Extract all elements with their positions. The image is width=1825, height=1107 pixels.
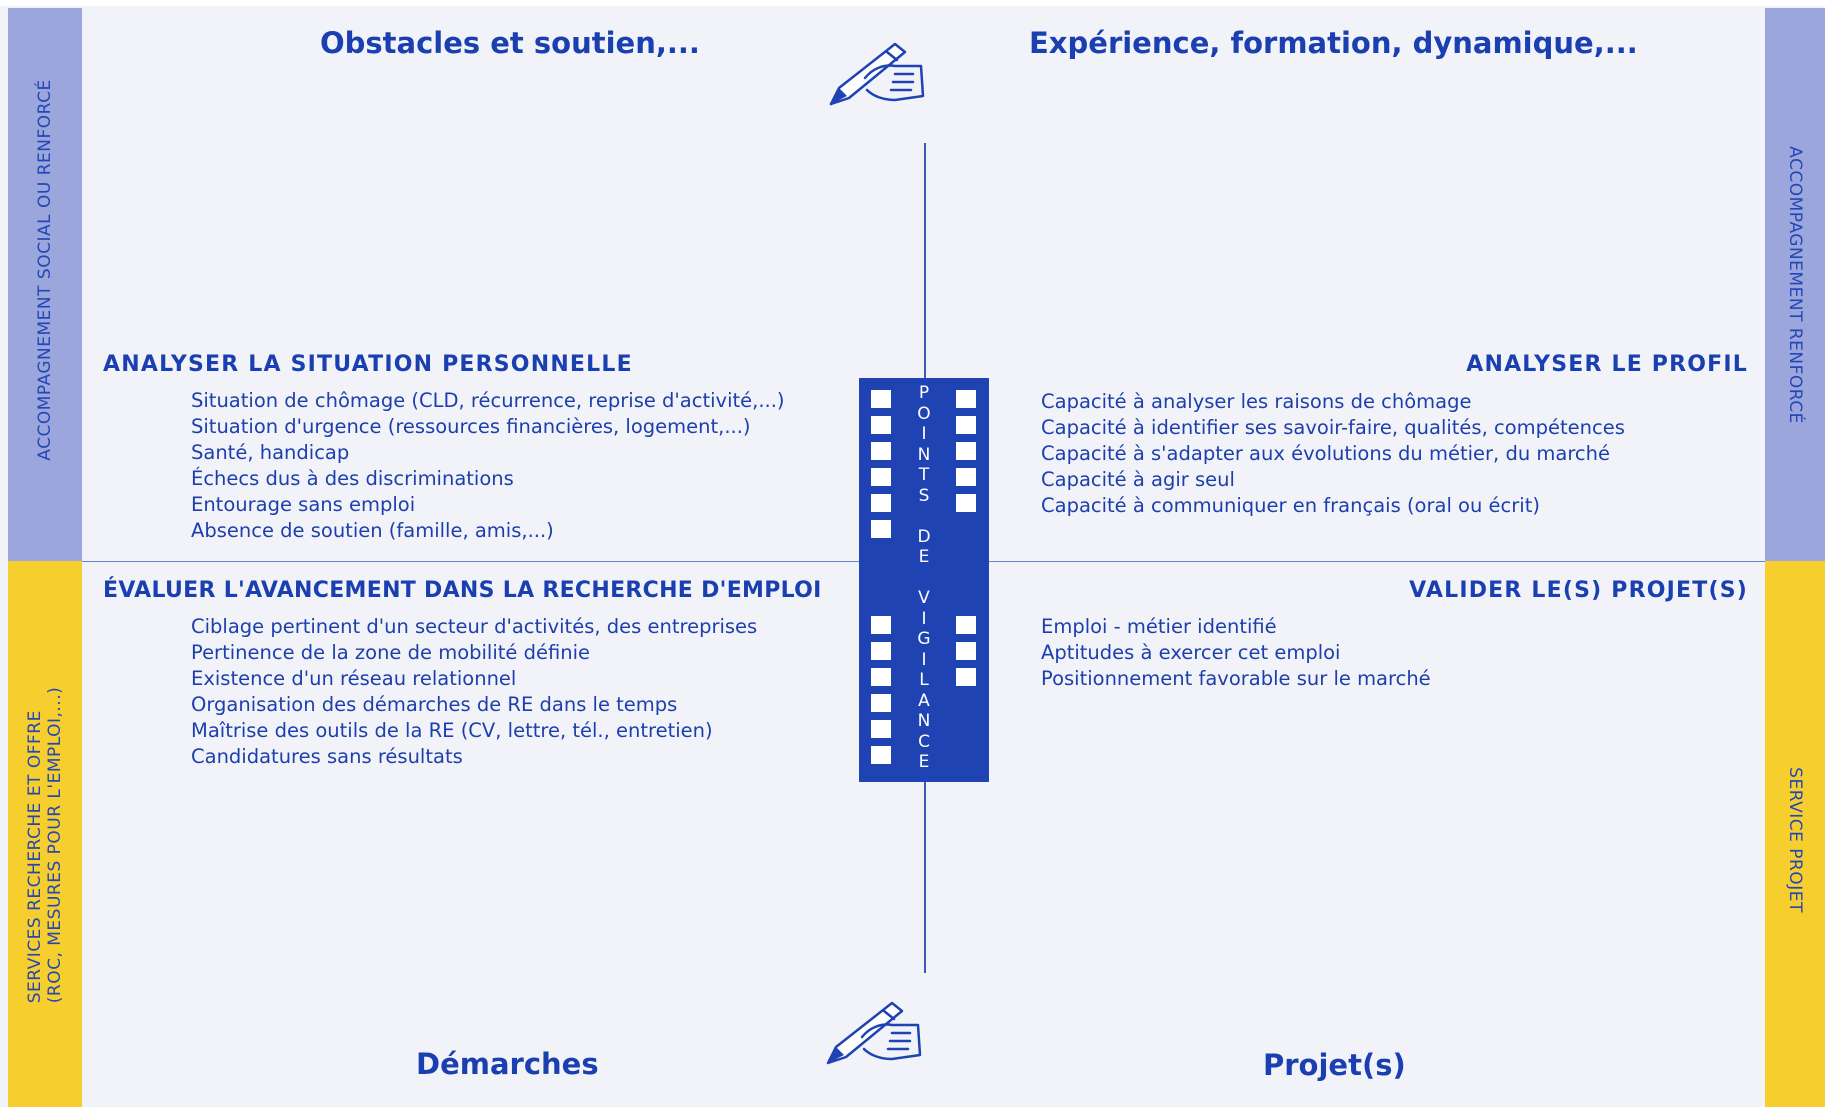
list-item: Entourage sans emploi [191, 493, 416, 516]
list-item: Ciblage pertinent d'un secteur d'activit… [191, 615, 758, 638]
list-item: Capacité à analyser les raisons de chôma… [1041, 390, 1472, 413]
vigilance-letter: O [917, 403, 931, 424]
list-item: Maîtrise des outils de la RE (CV, lettre… [191, 719, 713, 742]
list-item: Capacité à s'adapter aux évolutions du m… [1041, 442, 1611, 465]
checkbox[interactable] [871, 746, 891, 764]
vigilance-letter: S [918, 485, 930, 506]
checkbox[interactable] [871, 468, 891, 486]
section-title-situation: ANALYSER LA SITUATION PERSONNELLE [103, 352, 633, 377]
checkbox[interactable] [871, 694, 891, 712]
list-item: Emploi - métier identifié [1041, 615, 1277, 638]
checkbox[interactable] [956, 668, 976, 686]
checkbox[interactable] [871, 494, 891, 512]
pen-hand-icon [826, 1001, 922, 1065]
checkbox[interactable] [871, 668, 891, 686]
list-item: Capacité à agir seul [1041, 468, 1235, 491]
list-item: Existence d'un réseau relationnel [191, 667, 517, 690]
vigilance-letter: E [918, 547, 930, 567]
checkbox[interactable] [871, 642, 891, 660]
checkbox[interactable] [871, 442, 891, 460]
vigilance-letter: G [917, 629, 931, 649]
list-item: Situation de chômage (CLD, récurrence, r… [191, 389, 785, 412]
checkbox[interactable] [871, 520, 891, 538]
side-band-bottom-left [8, 561, 82, 1107]
list-item: Échecs dus à des discriminations [191, 467, 514, 490]
vigilance-letter [909, 507, 939, 528]
side-label-top-right: ACCOMPAGNEMENT RENFORCÉ [1785, 146, 1805, 424]
vigilance-letter: A [918, 690, 930, 711]
pen-hand-icon [829, 42, 925, 106]
checkbox[interactable] [956, 468, 976, 486]
list-item: Capacité à communiquer en français (oral… [1041, 494, 1540, 517]
vigilance-letter: E [918, 752, 930, 772]
vigilance-letter [909, 569, 939, 590]
section-title-profil: ANALYSER LE PROFIL [1466, 352, 1748, 377]
top-edge [0, 0, 1825, 6]
vigilance-letter: N [917, 444, 931, 465]
vigilance-letter: L [919, 670, 929, 690]
side-band-top-left [8, 8, 82, 561]
list-item: Aptitudes à exercer cet emploi [1041, 641, 1341, 664]
heading-demarches: Démarches [416, 1047, 599, 1081]
side-band-top-right [1765, 8, 1825, 561]
heading-projets: Projet(s) [1263, 1048, 1406, 1082]
list-item: Absence de soutien (famille, amis,...) [191, 519, 554, 542]
list-profil: Capacité à analyser les raisons de chôma… [1041, 389, 1625, 519]
vigilance-letter: V [918, 588, 930, 608]
side-label-bottom-left-line1: SERVICES RECHERCHE ET OFFRE [25, 710, 45, 1004]
checkbox[interactable] [956, 616, 976, 634]
section-title-avancement: ÉVALUER L'AVANCEMENT DANS LA RECHERCHE D… [103, 578, 822, 603]
list-item: Organisation des démarches de RE dans le… [191, 693, 678, 716]
heading-experience: Expérience, formation, dynamique,... [1029, 26, 1638, 60]
list-item: Situation d'urgence (ressources financiè… [191, 415, 751, 438]
list-item: Candidatures sans résultats [191, 745, 463, 768]
checkbox[interactable] [871, 390, 891, 408]
list-projets: Emploi - métier identifié Aptitudes à ex… [1041, 614, 1431, 692]
heading-obstacles: Obstacles et soutien,... [320, 26, 700, 60]
checkbox[interactable] [956, 390, 976, 408]
list-item: Santé, handicap [191, 441, 350, 464]
vigilance-letter: N [917, 711, 931, 731]
vigilance-letter: I [921, 424, 927, 444]
list-item: Pertinence de la zone de mobilité défini… [191, 641, 591, 664]
side-label-top-left: ACCOMPAGNEMENT SOCIAL OU RENFORCÉ [35, 79, 55, 461]
checkbox[interactable] [956, 494, 976, 512]
checkbox[interactable] [871, 720, 891, 738]
checkbox[interactable] [871, 416, 891, 434]
list-item: Positionnement favorable sur le marché [1041, 667, 1431, 690]
checkbox[interactable] [956, 442, 976, 460]
vigilance-letter: C [918, 731, 930, 752]
side-label-bottom-left: SERVICES RECHERCHE ET OFFRE (ROC, MESURE… [25, 687, 65, 1004]
list-avancement: Ciblage pertinent d'un secteur d'activit… [191, 614, 757, 770]
vigilance-letter: P [918, 383, 930, 403]
checkbox[interactable] [956, 416, 976, 434]
list-item: Capacité à identifier ses savoir-faire, … [1041, 416, 1625, 439]
side-band-bottom-right [1765, 561, 1825, 1107]
vigilance-letter: D [917, 526, 931, 547]
list-situation: Situation de chômage (CLD, récurrence, r… [191, 388, 785, 544]
checkbox[interactable] [871, 616, 891, 634]
side-label-bottom-left-line2: (ROC, MESURES POUR L'EMPLOI,...) [45, 686, 65, 1004]
vigilance-letter: I [921, 649, 927, 670]
section-title-projets: VALIDER LE(S) PROJET(S) [1409, 578, 1748, 603]
vigilance-letter: I [921, 608, 927, 629]
side-label-bottom-right: SERVICE PROJET [1785, 767, 1805, 913]
checkbox[interactable] [956, 642, 976, 660]
vigilance-letter: T [918, 465, 930, 485]
